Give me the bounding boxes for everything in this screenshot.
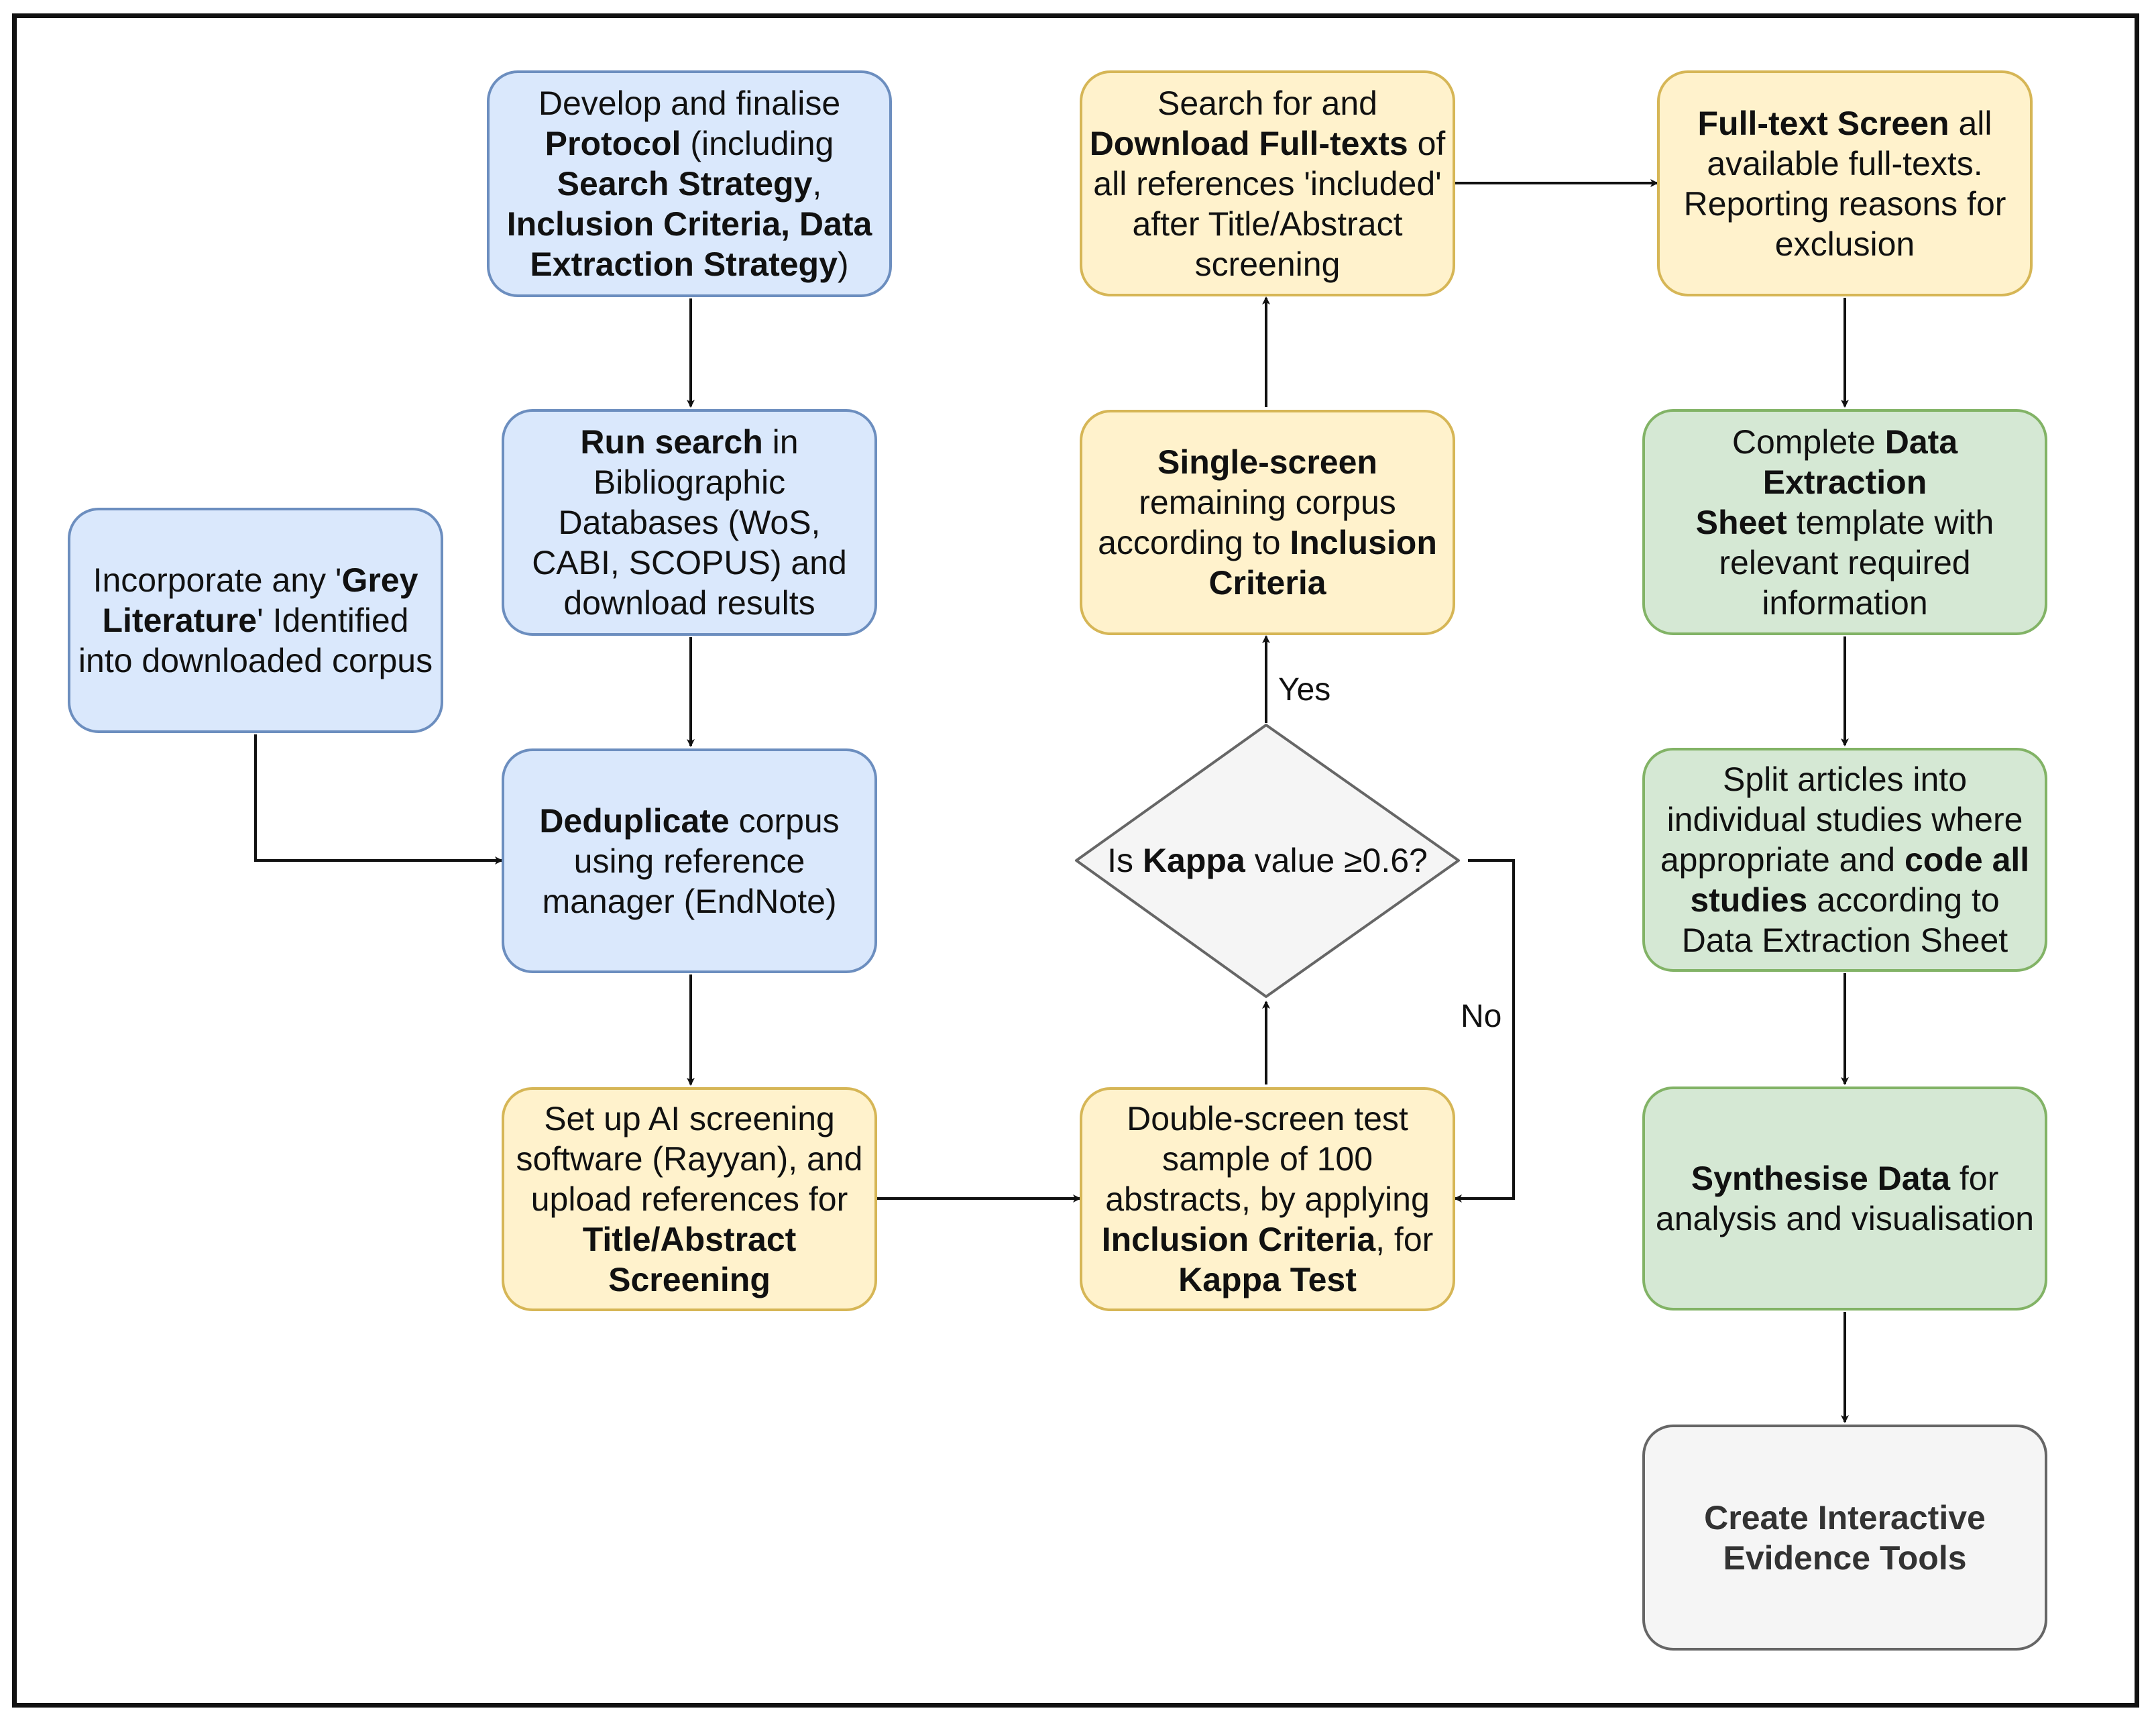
evidence-tools-node: Create Interactive Evidence Tools	[1642, 1425, 2047, 1651]
edge-kappa-no	[1454, 859, 1515, 1203]
diagram-frame	[12, 13, 2139, 1708]
fulltext-screen-node: Full-text Screen all available full-text…	[1657, 70, 2033, 296]
kappa-decision-diamond	[1075, 724, 1460, 998]
synthesise-data-node: Synthesise Data for analysis and visuali…	[1642, 1087, 2047, 1311]
single-screen-node: Single-screen remaining corpus according…	[1080, 410, 1455, 635]
no-edge-label: No	[1461, 999, 1502, 1034]
yes-edge-label: Yes	[1278, 672, 1331, 708]
ai-screening-setup-node: Set up AI screening software (Rayyan), a…	[502, 1087, 877, 1311]
edge-grey-to-dedup	[254, 734, 503, 865]
data-extraction-node: Complete Data Extraction Sheet template …	[1642, 409, 2047, 635]
deduplicate-node: Deduplicate corpus using reference manag…	[502, 748, 877, 973]
develop-protocol-node: Develop and finalise Protocol (including…	[487, 70, 892, 297]
split-articles-node: Split articles into individual studies w…	[1642, 748, 2047, 972]
grey-literature-node: Incorporate any 'Grey Literature' Identi…	[68, 508, 443, 733]
download-fulltexts-node: Search for and Download Full-texts of al…	[1080, 70, 1455, 296]
kappa-decision-label: Is Kappa value ≥0.6?	[1107, 842, 1428, 879]
double-screen-node: Double-screen test sample of 100 abstrac…	[1080, 1087, 1455, 1311]
run-search-node: Run search in Bibliographic Databases (W…	[502, 409, 877, 636]
